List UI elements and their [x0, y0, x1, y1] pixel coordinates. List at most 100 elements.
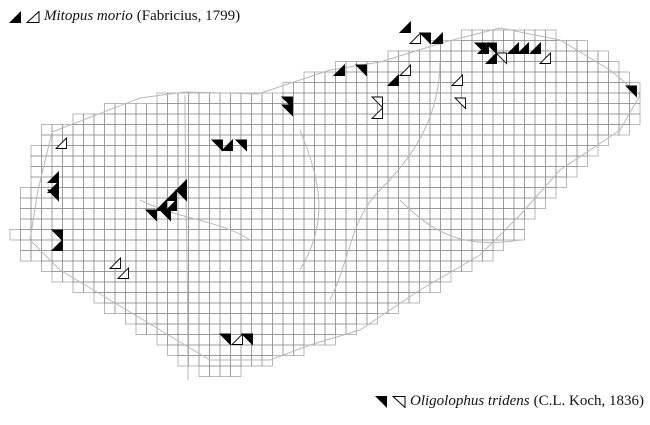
grid-cell [303, 302, 315, 314]
mitopus-morio-filled-marker [484, 51, 497, 64]
grid-cell [282, 197, 294, 209]
grid-cell [261, 313, 273, 325]
grid-cell [282, 208, 294, 220]
grid-cell [156, 124, 168, 136]
mitopus-morio-filled-marker [398, 20, 411, 33]
grid-cell [41, 229, 53, 241]
oligolophus-tridens-open-marker [370, 96, 383, 109]
oligolophus-tridens-filled-marker [234, 139, 247, 152]
grid-cell [209, 271, 221, 283]
grid-cell [482, 82, 494, 94]
grid-cell [177, 292, 189, 304]
grid-cell [282, 229, 294, 241]
grid-cell [440, 92, 452, 104]
grid-cell [524, 155, 536, 167]
grid-cell [534, 134, 546, 146]
grid-cell [135, 124, 147, 136]
grid-cell [450, 145, 462, 157]
grid-cell [41, 208, 53, 220]
grid-cell [335, 187, 347, 199]
grid-cell [335, 134, 347, 146]
grid-cell [324, 187, 336, 199]
grid-cell [156, 218, 168, 230]
grid-cell [324, 155, 336, 167]
grid-cell [230, 103, 242, 115]
grid-cell [72, 124, 84, 136]
grid-cell [251, 229, 263, 241]
grid-cell [534, 155, 546, 167]
grid-cell [219, 355, 231, 367]
grid-cell [251, 92, 263, 104]
grid-cell [282, 334, 294, 346]
grid-cell [377, 124, 389, 136]
grid-cell [240, 271, 252, 283]
grid-cell [114, 124, 126, 136]
grid-cell [135, 176, 147, 188]
grid-cell [188, 323, 200, 335]
grid-cell [335, 92, 347, 104]
grid-cell [251, 313, 263, 325]
grid-cell [282, 271, 294, 283]
grid-cell [492, 29, 504, 41]
mitopus-morio-open-marker [116, 266, 129, 279]
grid-cell [83, 271, 95, 283]
grid-cell [440, 82, 452, 94]
grid-cell [461, 124, 473, 136]
grid-cell [387, 155, 399, 167]
grid-cell [618, 92, 630, 104]
grid-cell [576, 71, 588, 83]
grid-cell [597, 113, 609, 125]
grid-cell [219, 113, 231, 125]
grid-cell [555, 155, 567, 167]
grid-cell [450, 124, 462, 136]
oligolophus-tridens-filled-marker [484, 42, 497, 55]
oligolophus-tridens-filled-marker [240, 333, 253, 346]
grid-cell [398, 82, 410, 94]
grid-cell [293, 208, 305, 220]
grid-cell [135, 166, 147, 178]
mitopus-morio-open-marker [398, 63, 411, 76]
grid-cell [230, 344, 242, 356]
grid-cell [230, 92, 242, 104]
grid-cell [293, 229, 305, 241]
mitopus-morio-filled-marker [430, 31, 443, 44]
grid-cell [135, 239, 147, 251]
grid-cell [503, 218, 515, 230]
grid-cell [377, 292, 389, 304]
grid-cell [545, 145, 557, 157]
grid-cell [198, 155, 210, 167]
grid-cell [492, 92, 504, 104]
grid-cell [282, 302, 294, 314]
grid-cell [461, 82, 473, 94]
grid-cell [135, 155, 147, 167]
grid-cell [93, 187, 105, 199]
grid-cell [167, 176, 179, 188]
grid-cell [272, 197, 284, 209]
grid-cell [366, 208, 378, 220]
grid-cell [219, 292, 231, 304]
grid-cell [240, 239, 252, 251]
grid-cell [240, 344, 252, 356]
grid-cell [440, 187, 452, 199]
grid-cell [104, 239, 116, 251]
grid-cell [114, 281, 126, 293]
grid-cell [324, 302, 336, 314]
grid-cell [188, 250, 200, 262]
grid-cell [440, 124, 452, 136]
grid-cell [125, 208, 137, 220]
grid-cell [324, 323, 336, 335]
grid-cell [618, 71, 630, 83]
grid-cell [314, 250, 326, 262]
grid-cell [387, 187, 399, 199]
grid-cell [209, 260, 221, 272]
grid-cell [104, 176, 116, 188]
grid-cell [219, 155, 231, 167]
grid-cell [408, 271, 420, 283]
grid-cell [188, 155, 200, 167]
grid-cell [408, 92, 420, 104]
grid-cell [419, 113, 431, 125]
grid-cell [335, 229, 347, 241]
grid-cell [219, 260, 231, 272]
grid-cell [251, 197, 263, 209]
grid-cell [209, 334, 221, 346]
